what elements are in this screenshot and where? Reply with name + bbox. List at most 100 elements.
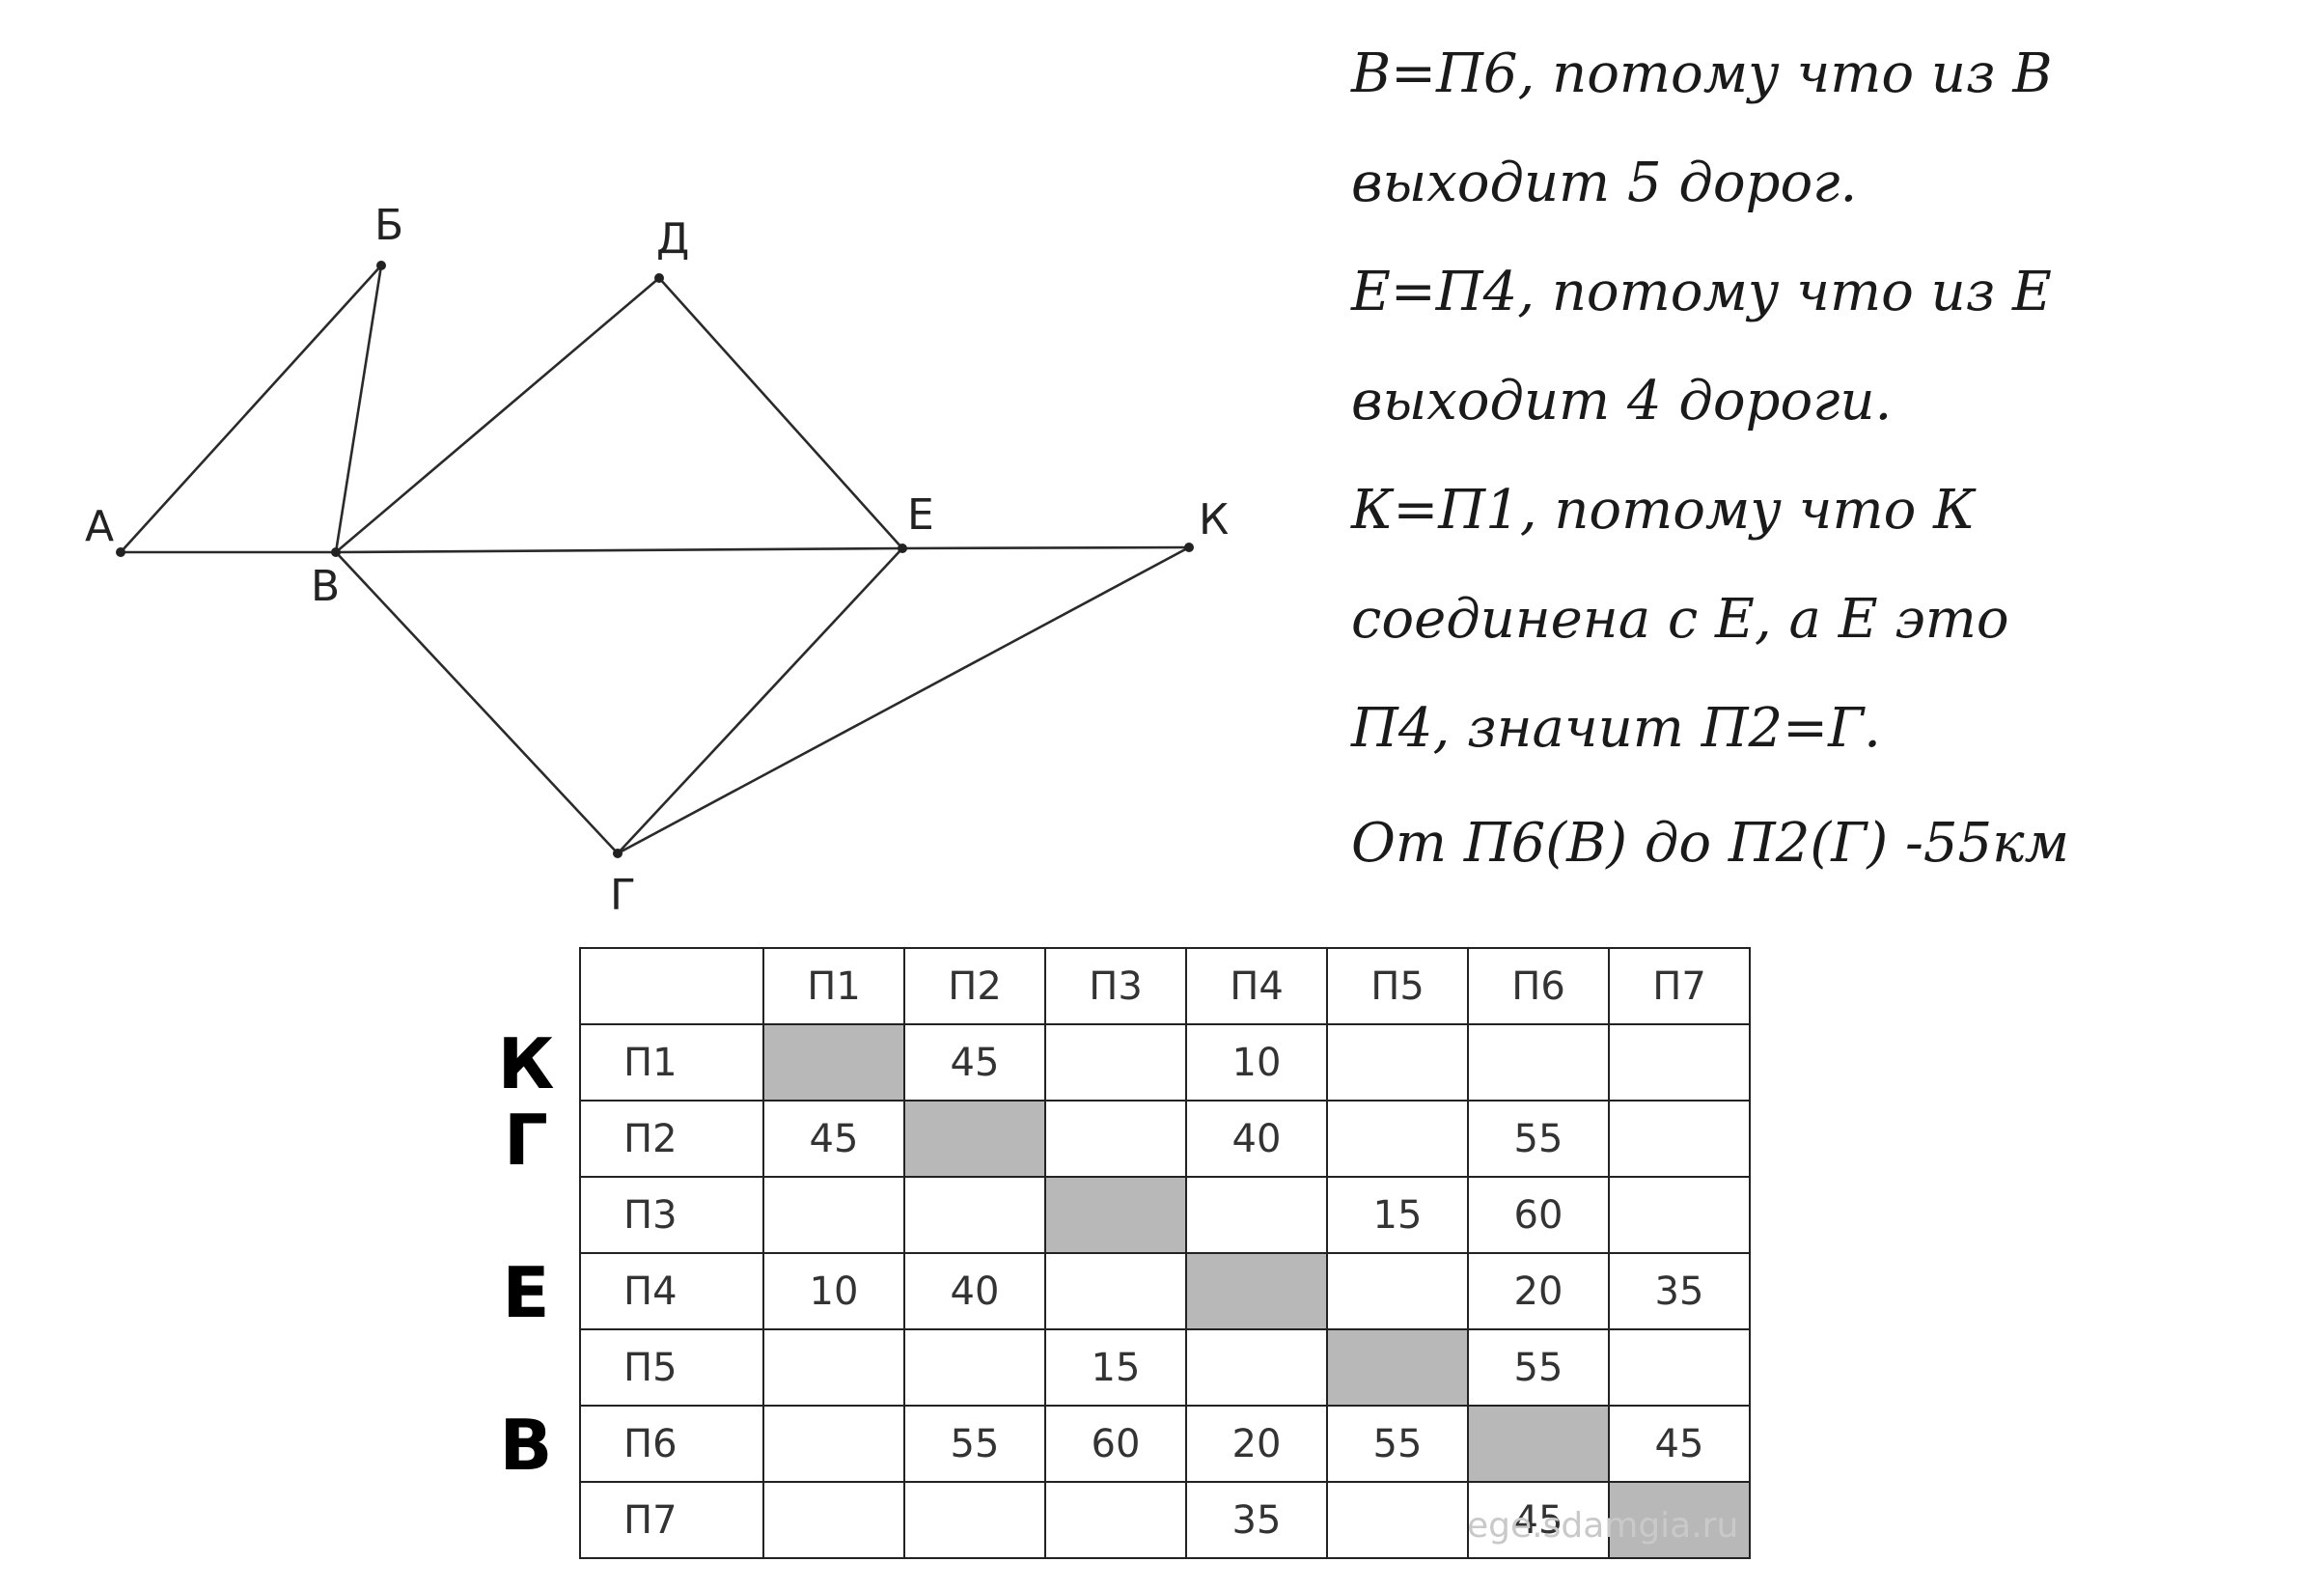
edge-A-B [120, 265, 382, 553]
distance-cell: 10 [1185, 1023, 1328, 1102]
side-label: В [499, 1405, 553, 1486]
distance-cell [1044, 1481, 1187, 1559]
diagonal-cell [1326, 1328, 1469, 1407]
diagonal-cell [1044, 1176, 1187, 1254]
edge-V-G [335, 551, 619, 854]
distance-cell: 20 [1185, 1405, 1328, 1483]
row-header: П2 [579, 1100, 764, 1178]
distance-cell: 40 [903, 1252, 1046, 1330]
diagonal-cell [1467, 1405, 1610, 1483]
side-label: К [497, 1023, 555, 1104]
distance-cell: 15 [1326, 1176, 1469, 1254]
column-header [579, 947, 764, 1025]
distance-cell [1185, 1328, 1328, 1407]
edge-G-K [617, 545, 1190, 855]
column-header: П5 [1326, 947, 1469, 1025]
diagonal-cell [1185, 1252, 1328, 1330]
distance-cell [1608, 1023, 1751, 1102]
distance-cell: 55 [1467, 1328, 1610, 1407]
distance-cell: 15 [1044, 1328, 1187, 1407]
vertex-label-G: Г [610, 871, 636, 920]
side-label: Е [502, 1252, 550, 1333]
note-conclusion: От П6(В) до П2(Г) -55км [1351, 812, 2070, 875]
row-header: П6 [579, 1405, 764, 1483]
distance-cell [1608, 1176, 1751, 1254]
diagonal-cell [1608, 1481, 1751, 1559]
vertex-G [613, 849, 622, 858]
distance-cell [762, 1405, 905, 1483]
edge-D-E [658, 277, 903, 549]
vertex-label-B: Б [374, 201, 403, 250]
note-line: выходит 5 дорог. [1351, 152, 1858, 214]
vertex-D [654, 273, 664, 283]
handwritten-solution-notes: В=П6, потому что из В выходит 5 дорог. Е=П… [1351, 19, 2278, 898]
column-header: П6 [1467, 947, 1610, 1025]
watermark: ege.sdamgia.ru [1467, 1506, 1739, 1546]
distance-cell: 20 [1467, 1252, 1610, 1330]
vertex-label-V: В [311, 562, 340, 611]
vertex-K [1184, 543, 1194, 552]
distance-cell [1185, 1176, 1328, 1254]
row-header: П7 [579, 1481, 764, 1559]
note-line: П4, значит П2=Г. [1351, 697, 1881, 760]
distance-cell: 45 [1467, 1481, 1610, 1559]
distance-cell [903, 1481, 1046, 1559]
distance-cell: 60 [1044, 1405, 1187, 1483]
table-row: П5 15 55 [579, 1328, 1751, 1407]
distance-cell [1608, 1328, 1751, 1407]
distance-cell [1326, 1100, 1469, 1178]
vertex-A [116, 547, 125, 557]
row-header: П3 [579, 1176, 764, 1254]
distance-cell [1326, 1481, 1469, 1559]
distance-cell: 60 [1467, 1176, 1610, 1254]
distance-cell: 45 [762, 1100, 905, 1178]
distance-cell: 35 [1185, 1481, 1328, 1559]
distance-cell [1044, 1023, 1187, 1102]
note-line: К=П1, потому что К [1351, 479, 1976, 542]
distance-cell [1044, 1252, 1187, 1330]
note-line: В=П6, потому что из В [1351, 42, 2053, 105]
distance-cell: 55 [1467, 1100, 1610, 1178]
edge-V-E [335, 546, 903, 554]
distance-cell [762, 1481, 905, 1559]
column-header: П1 [762, 947, 905, 1025]
note-line: соединена с Е, а Е это [1351, 588, 2009, 651]
distance-cell: 40 [1185, 1100, 1328, 1178]
note-line: выходит 4 дороги. [1351, 370, 1893, 432]
row-header: П4 [579, 1252, 764, 1330]
distance-cell: 45 [1608, 1405, 1751, 1483]
distance-cell [1467, 1023, 1610, 1102]
distance-cell [903, 1328, 1046, 1407]
vertex-V [331, 547, 341, 557]
distance-cell [762, 1176, 905, 1254]
distance-cell [762, 1328, 905, 1407]
column-header: П4 [1185, 947, 1328, 1025]
column-header: П3 [1044, 947, 1187, 1025]
distance-cell: 35 [1608, 1252, 1751, 1330]
note-line: Е=П4, потому что из Е [1351, 261, 2052, 323]
diagonal-cell [762, 1023, 905, 1102]
vertex-label-E: Е [907, 490, 934, 540]
distance-cell [1326, 1023, 1469, 1102]
vertex-B [376, 261, 386, 270]
diagonal-cell [903, 1100, 1046, 1178]
row-header: П1 [579, 1023, 764, 1102]
table-row: П7 35 45 [579, 1481, 1751, 1559]
vertex-label-K: К [1199, 495, 1229, 544]
distance-cell: 55 [903, 1405, 1046, 1483]
edge-V-D [335, 277, 660, 553]
distance-cell [903, 1176, 1046, 1254]
distance-cell [1608, 1100, 1751, 1178]
side-label: Г [504, 1100, 548, 1181]
vertex-label-D: Д [656, 214, 689, 264]
distance-cell: 55 [1326, 1405, 1469, 1483]
distance-cell [1326, 1252, 1469, 1330]
row-header: П5 [579, 1328, 764, 1407]
edge-E-G [617, 547, 903, 854]
